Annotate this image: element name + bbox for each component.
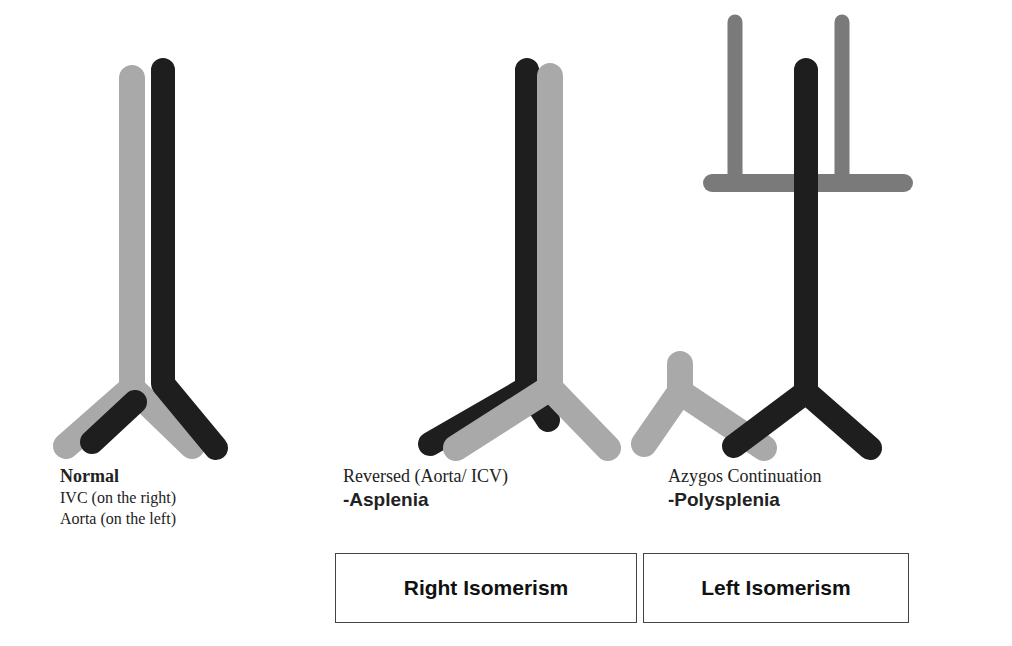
vessel-note: IVC (on the right)	[60, 489, 176, 507]
box-label: Left Isomerism	[701, 576, 850, 600]
condition-label: -Asplenia	[343, 489, 429, 511]
box-label: Right Isomerism	[404, 576, 569, 600]
panel-title: Azygos Continuation	[668, 466, 822, 487]
panel-title: Normal	[60, 466, 119, 487]
isomerism-box: Left Isomerism	[643, 553, 909, 623]
normal-aorta	[92, 70, 216, 448]
left-isomerism-aorta	[734, 70, 870, 448]
isomerism-box: Right Isomerism	[335, 553, 637, 623]
vessel-note: Aorta (on the left)	[60, 510, 176, 528]
condition-label: -Polysplenia	[668, 489, 780, 511]
reversed-ivc	[456, 76, 608, 448]
panel-title: Reversed (Aorta/ ICV)	[343, 466, 508, 487]
